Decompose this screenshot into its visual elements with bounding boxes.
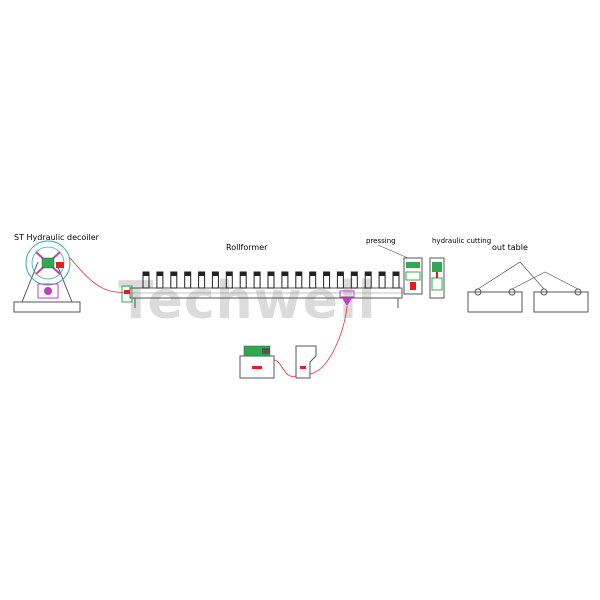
roller-station [239, 271, 247, 289]
pressing-unit [403, 257, 423, 295]
roller-stations [142, 271, 400, 289]
roller-station [184, 271, 192, 289]
roller-station [309, 271, 317, 289]
roller-station [336, 271, 344, 289]
roller-station [281, 271, 289, 289]
roller-station [267, 271, 275, 289]
station-cable [273, 359, 297, 377]
gearbox-marker [339, 290, 355, 306]
roller-station [225, 271, 233, 289]
roller-station [295, 271, 303, 289]
rollformer-label: Rollformer [226, 243, 268, 252]
roller-station [323, 271, 331, 289]
roller-station [364, 271, 372, 289]
decoiler-label: ST Hydraulic decoiler [14, 233, 100, 242]
roller-station [350, 271, 358, 289]
decoiler-machine [13, 240, 81, 313]
roller-station [378, 271, 386, 289]
pressing-label: pressing [366, 237, 396, 245]
roller-station [392, 271, 400, 289]
cutting-label: hydraulic cutting [432, 237, 491, 245]
roller-station [156, 271, 164, 289]
rollformer-machine [121, 271, 403, 308]
control-cabinet [295, 345, 317, 379]
decoiler-cable [69, 257, 126, 293]
out-table [467, 261, 589, 313]
watermark-text: Techwell [118, 271, 377, 331]
roller-station [170, 271, 178, 289]
out-table-label: out table [492, 243, 528, 252]
hydraulic-station [239, 345, 275, 379]
roller-station [211, 271, 219, 289]
roller-station [253, 271, 261, 289]
hydraulic-cutting-unit [429, 257, 445, 299]
cabinet-cable [309, 305, 348, 375]
roller-station [142, 271, 150, 289]
roller-station [198, 271, 206, 289]
